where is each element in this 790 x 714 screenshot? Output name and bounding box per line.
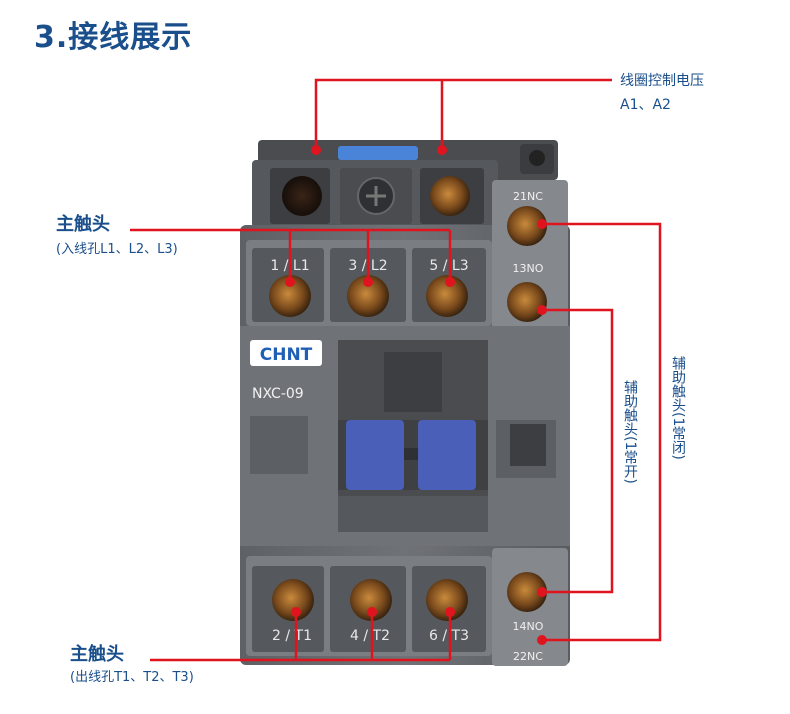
aux-screw-21nc — [507, 206, 547, 246]
main-contact-in-sub: (入线孔L1、L2、L3) — [56, 242, 178, 257]
bottom-main-terminals: 2 / T1 4 / T2 6 / T3 — [246, 556, 492, 656]
terminal-screw-t3 — [426, 579, 468, 621]
model-label: NXC-09 — [252, 386, 304, 402]
terminal-screw-l2 — [347, 275, 389, 317]
terminal-screw-t1 — [272, 579, 314, 621]
main-contact-in-title: 主触头 — [56, 214, 110, 235]
callout-dots — [285, 145, 547, 645]
main-contact-out-title: 主触头 — [70, 644, 124, 665]
terminal-screw-t2 — [350, 579, 392, 621]
section-title: 3.接线展示 — [34, 20, 193, 55]
terminal-label-t2: 4 / T2 — [350, 628, 390, 644]
callout-lines — [130, 78, 662, 662]
terminal-label-t1: 2 / T1 — [272, 628, 312, 644]
aux-top-terminals: 21NC 13NO — [492, 180, 568, 330]
aux-screw-14no — [507, 572, 547, 612]
coil-terminals-label: A1、A2 — [620, 97, 671, 113]
aux-label-22nc: 22NC — [513, 650, 543, 663]
armature-button-right — [418, 420, 476, 490]
brand-logo: CHNT — [260, 345, 313, 365]
aux-label-14no: 14NO — [513, 620, 544, 633]
coil-voltage-label: 线圈控制电压 — [620, 73, 704, 89]
armature-button-left — [346, 420, 404, 490]
coil-terminal-a2 — [430, 176, 470, 216]
terminal-screw-l1 — [269, 275, 311, 317]
coil-terminal-block — [252, 140, 558, 228]
main-contact-out-sub: (出线孔T1、T2、T3) — [70, 670, 194, 685]
aux-label-13no: 13NO — [513, 262, 544, 275]
aux-label-21nc: 21NC — [513, 190, 543, 203]
aux-no-label: 辅助触头(1常开) — [622, 380, 638, 484]
face-plate: CHNT NXC-09 — [240, 326, 570, 546]
aux-bottom-terminals: 14NO 22NC — [492, 548, 568, 666]
coil-terminal-a1 — [282, 176, 322, 216]
aux-screw-13no — [507, 282, 547, 322]
aux-nc-label: 辅助触头(1常闭) — [670, 356, 686, 460]
terminal-screw-l3 — [426, 275, 468, 317]
